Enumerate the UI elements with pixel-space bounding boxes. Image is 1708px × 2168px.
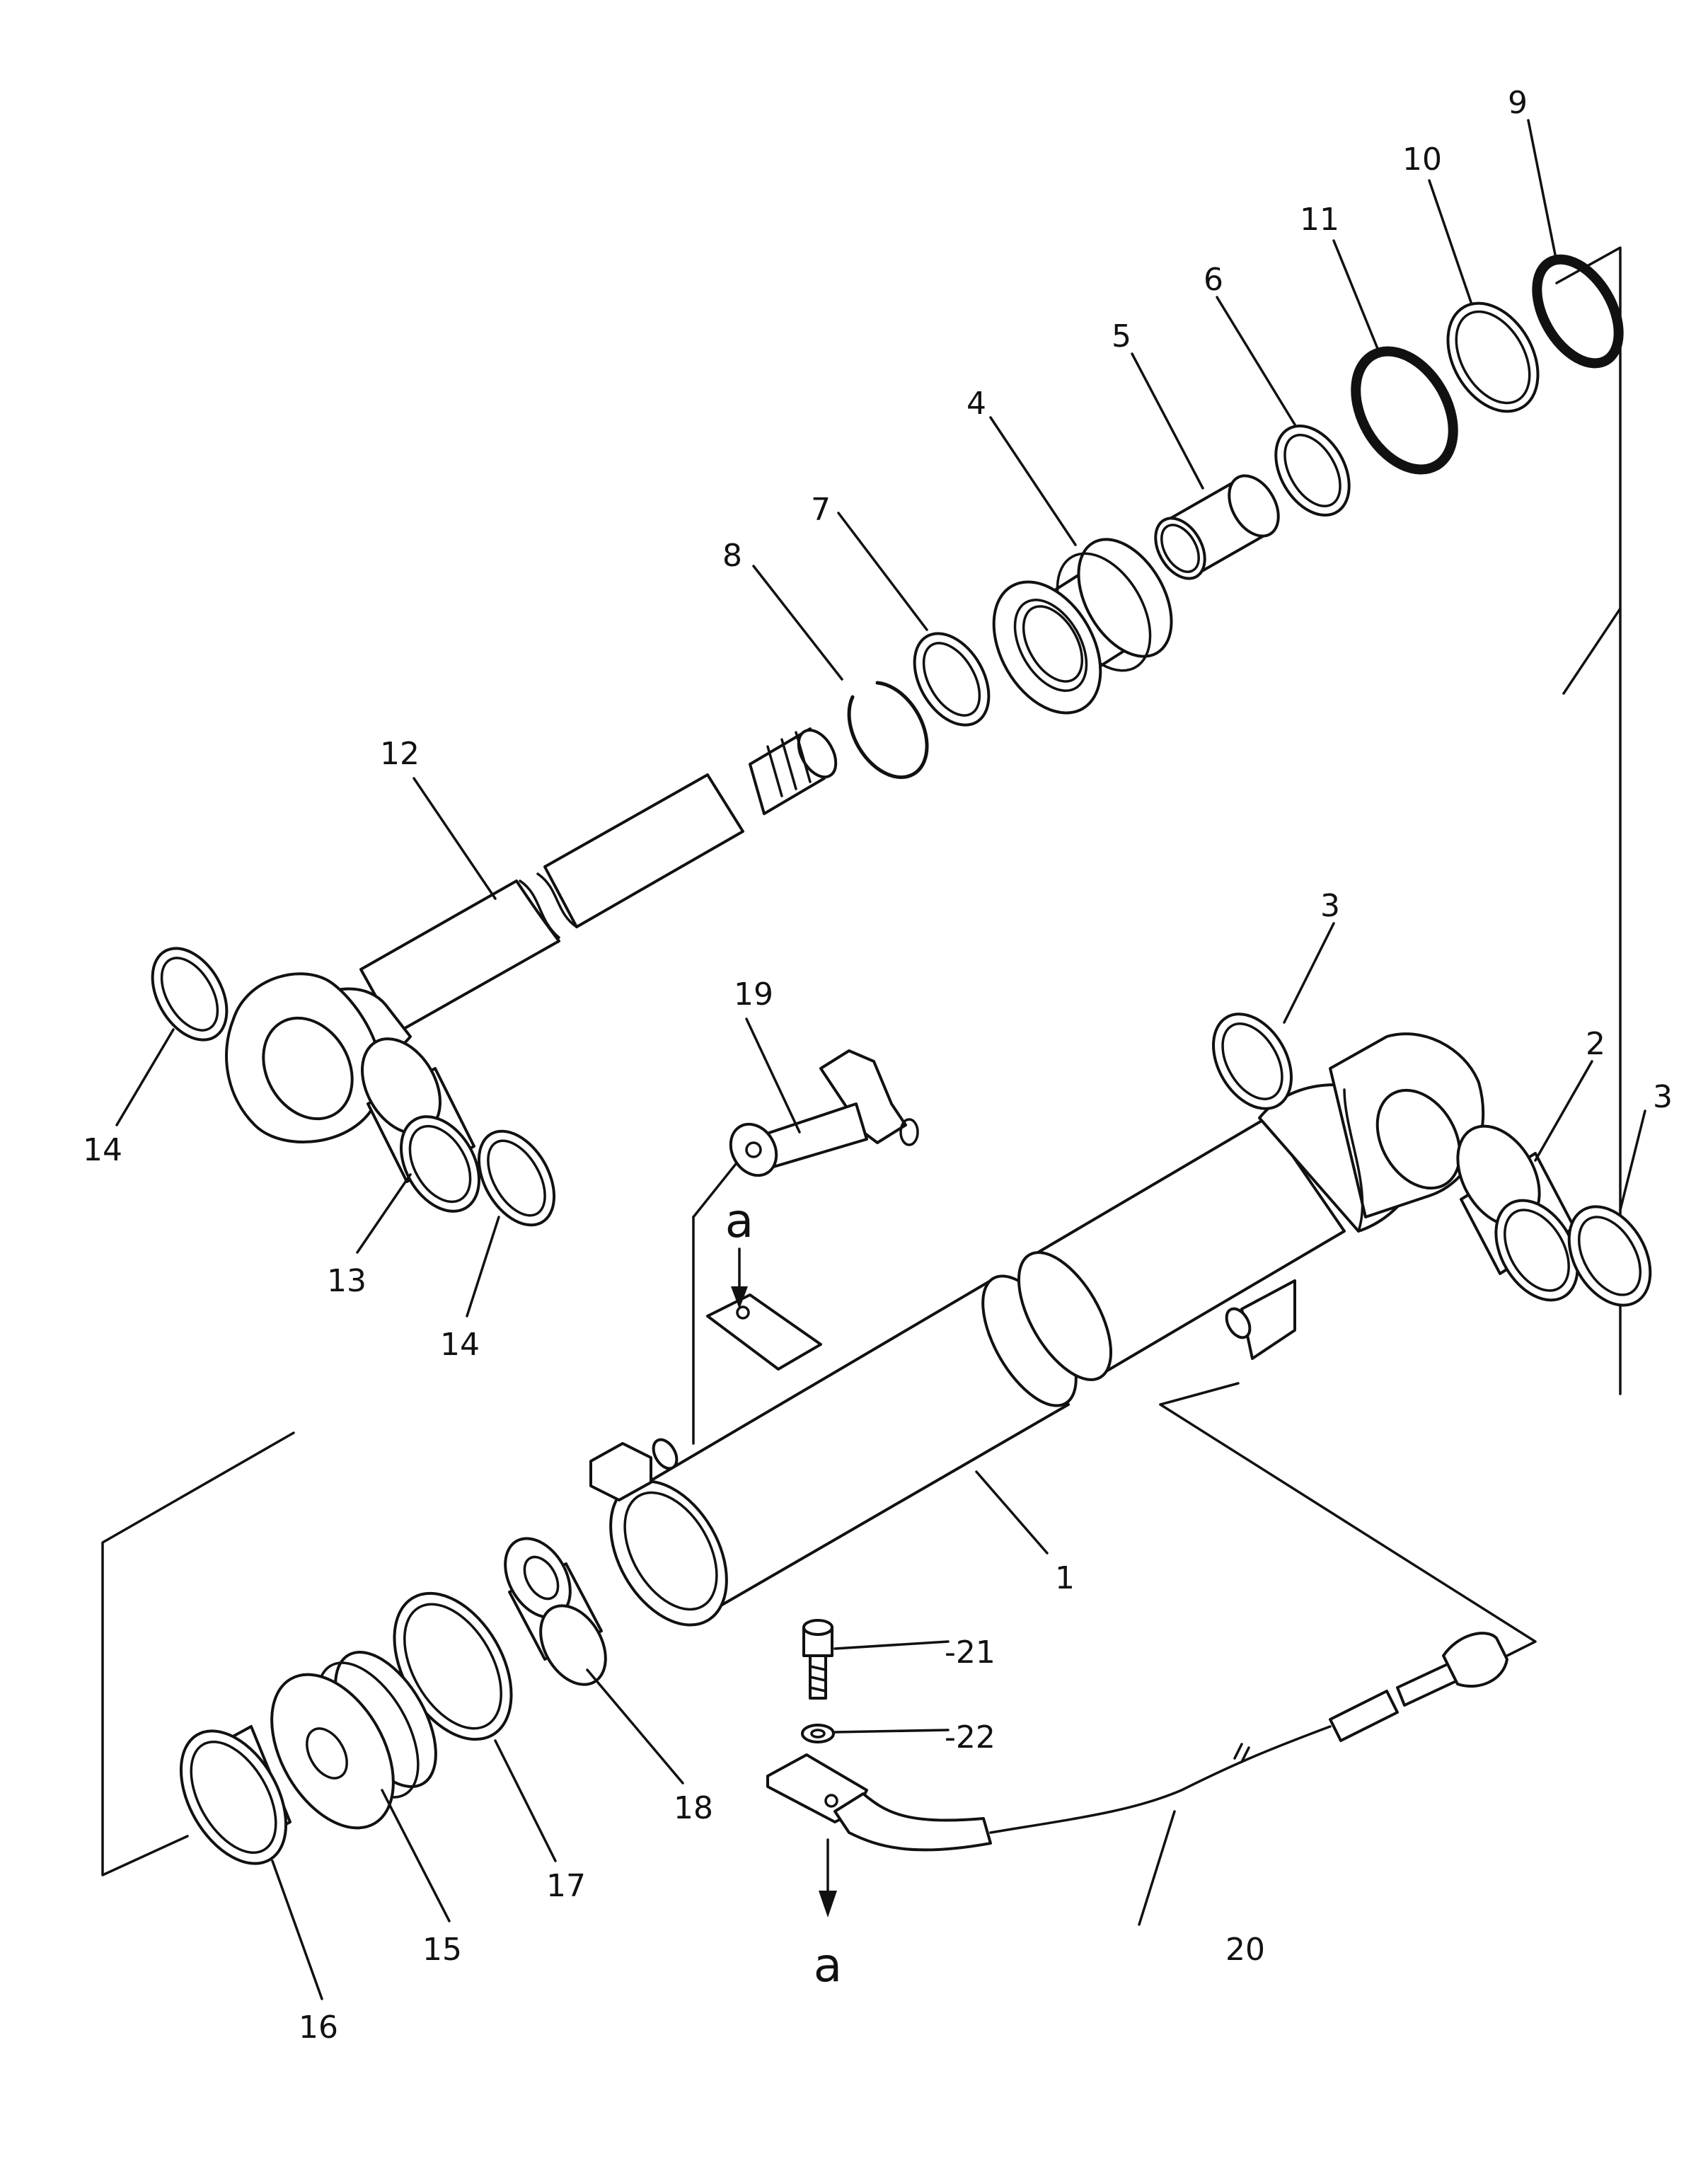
callout-3-upper: 3: [1320, 888, 1340, 924]
leader-lines: [115, 119, 1646, 2000]
callout-17: 17: [546, 1868, 586, 1904]
reference-label-a-upper: a: [725, 1194, 754, 1248]
part-22-washer: [801, 1724, 835, 1743]
part-17-ring: [393, 1591, 513, 1741]
callout-11: 11: [1300, 202, 1339, 238]
part-2-bushing: [1456, 1124, 1579, 1302]
part-8-snap-ring: [847, 681, 929, 779]
part-14-seal-upper: [151, 947, 229, 1042]
part-13-bushing: [361, 1037, 480, 1213]
part-3-seal-upper: [1212, 1013, 1293, 1110]
callout-21: -21: [945, 1634, 996, 1671]
part-6-packing: [1274, 424, 1351, 517]
part-9-o-ring: [1532, 254, 1624, 369]
part-1-cylinder-tube: [589, 1032, 1485, 1627]
callout-14-lower: 14: [440, 1327, 480, 1363]
callout-8: 8: [722, 538, 742, 574]
callout-9: 9: [1508, 85, 1528, 121]
callout-13: 13: [327, 1263, 367, 1299]
part-5-bushing: [1154, 474, 1280, 580]
reference-arrow-a-upper: [731, 1247, 748, 1309]
part-4-cylinder-head: [992, 538, 1173, 715]
callout-18: 18: [674, 1790, 713, 1826]
part-20-hose: [766, 1632, 1508, 1852]
callout-5: 5: [1112, 318, 1131, 354]
callout-10: 10: [1402, 142, 1442, 178]
callout-7: 7: [811, 492, 831, 528]
callout-labels: 1 2 3 3 4 5 6 7 8 9 10 11 12 13 14 14 15…: [83, 85, 1673, 2046]
part-19-fitting: [729, 1049, 919, 1177]
part-3-seal-lower: [1567, 1205, 1652, 1307]
upper-assembly-bracket: [1555, 246, 1622, 1395]
callout-20: 20: [1225, 1932, 1265, 1968]
lower-assembly-bracket: [101, 1431, 295, 1876]
callout-22: -22: [945, 1719, 996, 1755]
callout-14-upper: 14: [83, 1132, 122, 1168]
part-21-bolt: [802, 1619, 833, 1700]
part-14-seal-lower: [477, 1129, 556, 1227]
callout-19: 19: [734, 976, 773, 1013]
callout-15: 15: [422, 1932, 462, 1968]
part-12-piston-rod: [225, 727, 838, 1143]
part-11-o-ring: [1351, 346, 1458, 475]
part-10-backup-ring: [1446, 301, 1540, 413]
callout-6: 6: [1204, 262, 1223, 298]
part-15-piston: [270, 1651, 437, 1830]
callout-3-lower: 3: [1653, 1079, 1673, 1115]
part-16-ring: [179, 1725, 292, 1865]
part-18-nut: [504, 1537, 607, 1686]
callout-4: 4: [966, 386, 986, 422]
reference-arrow-a-lower: [819, 1838, 837, 1918]
callout-16: 16: [299, 2010, 338, 2046]
callout-2: 2: [1586, 1026, 1605, 1062]
reference-label-a-lower: a: [814, 1938, 842, 1993]
callout-1: 1: [1055, 1560, 1075, 1596]
part-7-dust-seal: [913, 632, 991, 727]
callout-12: 12: [380, 736, 420, 772]
